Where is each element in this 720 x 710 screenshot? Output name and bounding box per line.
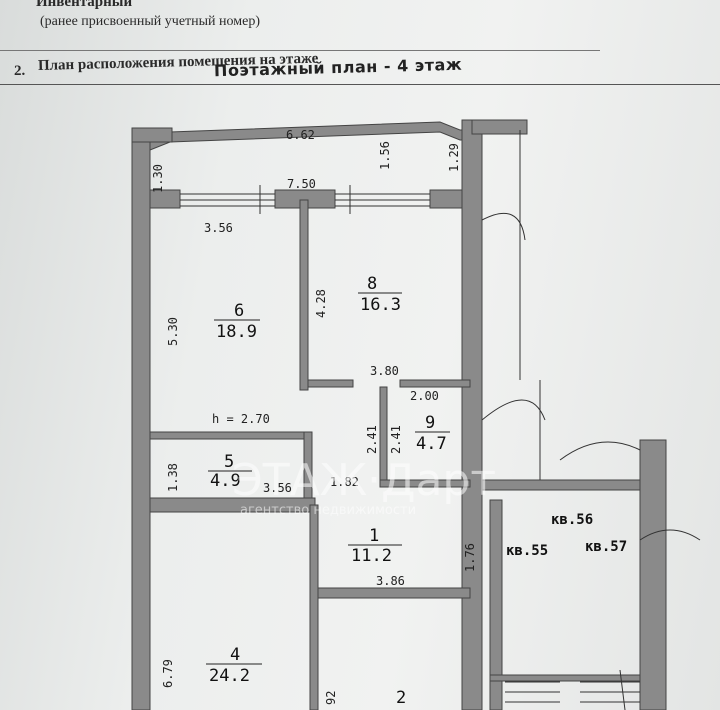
room-5-number: 5 bbox=[224, 452, 234, 472]
inventory-label: Инвентарный bbox=[36, 0, 133, 10]
dim-3-80: 3.80 bbox=[370, 364, 399, 378]
walls bbox=[131, 119, 667, 710]
dim-3-56-bottom: 3.56 bbox=[263, 481, 292, 495]
room-8-number: 8 bbox=[367, 274, 377, 294]
dim-7-50: 7.50 bbox=[287, 177, 316, 191]
room-1-number: 1 bbox=[369, 526, 379, 546]
room-2-number: 2 bbox=[396, 688, 406, 708]
room-6-area: 18.9 bbox=[216, 322, 257, 342]
room-4-area: 24.2 bbox=[209, 666, 250, 686]
header-divider bbox=[0, 50, 600, 51]
section-divider bbox=[0, 84, 720, 85]
watermark: ЭТАЖ·Дарт агентство недвижимости bbox=[232, 455, 496, 518]
dim-92: 92 bbox=[324, 691, 338, 705]
room-6-number: 6 bbox=[234, 301, 244, 321]
dim-1-82: 1.82 bbox=[330, 475, 359, 489]
dim-3-56-top: 3.56 bbox=[204, 221, 233, 235]
apartment-55-label: кв.55 bbox=[506, 543, 548, 559]
apartment-57-label: кв.57 bbox=[585, 539, 627, 555]
room-4-number: 4 bbox=[230, 645, 240, 665]
apartment-56-label: кв.56 bbox=[551, 512, 593, 528]
dim-1-76: 1.76 bbox=[463, 543, 477, 572]
watermark-brand: ЭТАЖ·Дарт bbox=[232, 455, 496, 506]
ceiling-height: h = 2.70 bbox=[212, 412, 270, 426]
dim-6-62: 6.62 bbox=[286, 128, 315, 142]
dim-2-00: 2.00 bbox=[410, 389, 439, 403]
previous-number-label: (ранее присвоенный учетный номер) bbox=[40, 14, 261, 29]
dim-1-56: 1.56 bbox=[378, 141, 392, 170]
room-labels: 8 16.3 6 18.9 9 4.7 5 4.9 1 11.2 4 24.2 … bbox=[206, 274, 450, 708]
dim-1-30: 1.30 bbox=[151, 164, 165, 193]
section-number: 2. bbox=[14, 63, 26, 79]
room-5-area: 4.9 bbox=[210, 471, 241, 491]
dim-2-41-b: 2.41 bbox=[389, 425, 403, 454]
room-9-area: 4.7 bbox=[416, 434, 447, 454]
dim-6-79: 6.79 bbox=[161, 659, 175, 688]
room-8-area: 16.3 bbox=[360, 295, 401, 315]
apartment-labels: кв.56 кв.55 кв.57 bbox=[506, 512, 627, 559]
dim-1-38: 1.38 bbox=[166, 463, 180, 492]
dim-5-30: 5.30 bbox=[166, 317, 180, 346]
room-1-area: 11.2 bbox=[351, 546, 392, 566]
dim-4-28: 4.28 bbox=[314, 289, 328, 318]
dim-1-29: 1.29 bbox=[447, 143, 461, 172]
dimension-labels: 6.62 1.56 1.30 1.29 7.50 3.56 4.28 5.30 … bbox=[151, 128, 477, 705]
dim-2-41-a: 2.41 bbox=[365, 425, 379, 454]
watermark-subtitle: агентство недвижимости bbox=[240, 503, 416, 518]
door-arcs bbox=[481, 130, 701, 541]
room-9-number: 9 bbox=[425, 413, 435, 433]
stairs bbox=[505, 669, 640, 710]
dim-3-86: 3.86 bbox=[376, 574, 405, 588]
windows bbox=[180, 185, 430, 214]
